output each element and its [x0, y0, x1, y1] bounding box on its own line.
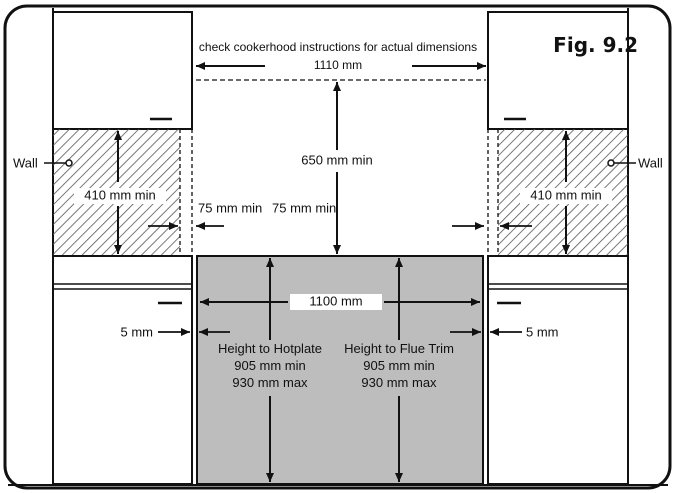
left-clearance-label: 75 mm min — [198, 200, 262, 215]
hotplate-min: 905 mm min — [234, 358, 306, 373]
right-zone-label-bg — [520, 188, 612, 204]
left-zone-label: 410 mm min — [84, 187, 156, 202]
right-wall-cabinet — [487, 11, 629, 130]
right-base-cabinet — [487, 255, 629, 485]
instruction-text: check cookerhood instructions for actual… — [199, 40, 477, 54]
outer-frame — [3, 4, 672, 490]
right-wall-label: Wall — [638, 155, 663, 170]
left-wall-label: Wall — [13, 155, 38, 170]
flue-max: 930 mm max — [361, 375, 437, 390]
cooker-width-label-bg — [290, 294, 382, 310]
hood-width-label: 1110 mm — [314, 58, 362, 72]
left-wall-cabinet — [52, 11, 193, 130]
flue-min: 905 mm min — [363, 358, 435, 373]
left-zone-label-bg — [74, 188, 166, 204]
right-wall-pointer-dot — [607, 159, 615, 167]
left-wall-pointer-dot — [65, 159, 73, 167]
hood-height-label: 650 mm min — [301, 152, 373, 167]
right-gap-label: 5 mm — [526, 324, 559, 339]
hotplate-title: Height to Hotplate — [218, 341, 322, 356]
flue-title: Height to Flue Trim — [344, 341, 454, 356]
right-clearance-label: 75 mm min — [272, 200, 336, 215]
left-base-cabinet — [52, 255, 193, 485]
right-zone-label: 410 mm min — [530, 187, 602, 202]
cooker-width-label: 1100 mm — [309, 293, 362, 308]
left-gap-label: 5 mm — [121, 324, 154, 339]
hotplate-max: 930 mm max — [232, 375, 308, 390]
figure-label: Fig. 9.2 — [553, 33, 638, 57]
